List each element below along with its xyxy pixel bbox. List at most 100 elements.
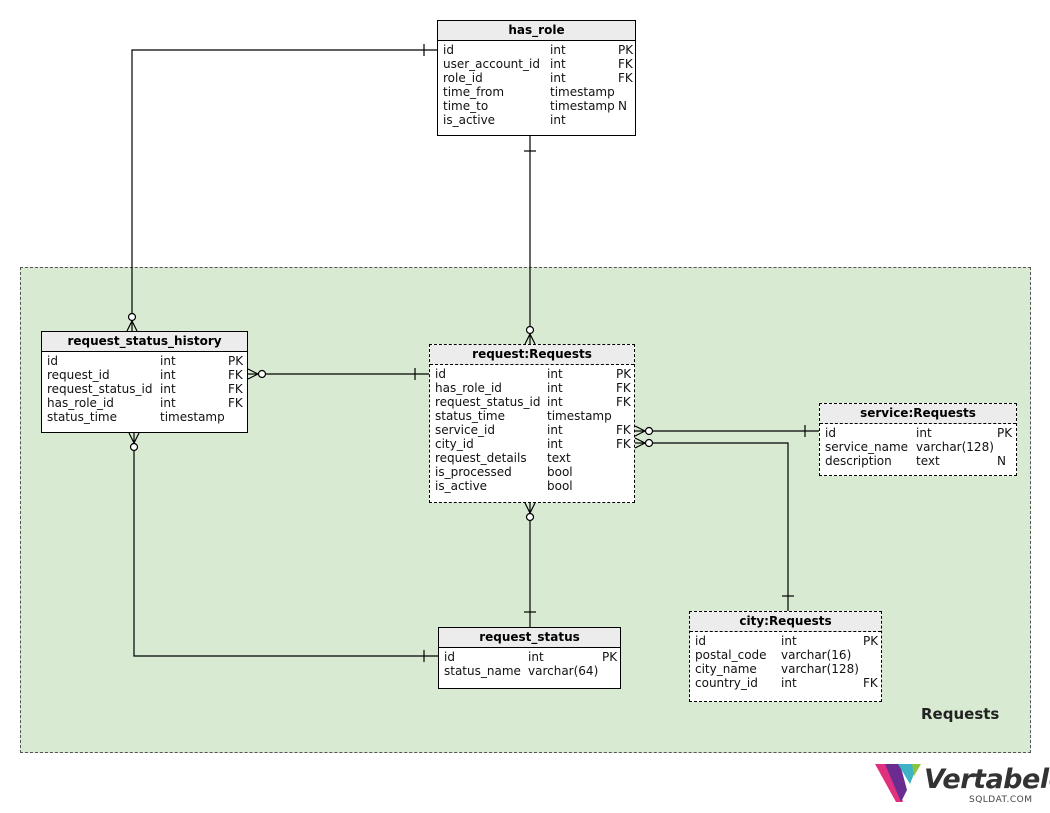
rel-many-mark-foot-a — [634, 425, 646, 432]
rel-many-mark-zero — [129, 442, 139, 452]
column-type: text — [916, 454, 940, 468]
table-title: has_role — [438, 21, 635, 41]
column-name: role_id — [443, 71, 483, 85]
column-name: has_role_id — [47, 396, 114, 410]
column-name: id — [47, 354, 58, 368]
rel-many-mark-foot-a — [524, 502, 531, 514]
column-type: int — [781, 676, 797, 690]
column-type: varchar(64) — [528, 664, 599, 678]
column-key: FK — [228, 396, 243, 410]
column-key: PK — [618, 43, 634, 57]
table-column-row[interactable]: id int PK — [438, 43, 635, 57]
rel-city-request — [649, 442, 789, 611]
column-key: FK — [616, 395, 631, 409]
column-type: int — [547, 437, 563, 451]
table-column-row[interactable]: time_from timestamp — [438, 85, 635, 99]
rel-many-mark-foot-c — [131, 320, 138, 332]
rel-many-mark-zero — [644, 438, 654, 448]
table-column-row[interactable]: city_id int FK — [430, 437, 634, 451]
column-type: int — [550, 71, 566, 85]
logo-shape-green — [912, 764, 921, 776]
column-name: request_status_id — [435, 395, 541, 409]
column-type: text — [547, 451, 571, 465]
table-column-row[interactable]: country_id int FK — [690, 676, 881, 690]
logo-wordmark: Vertabelo — [924, 764, 1050, 795]
column-type: varchar(128) — [916, 440, 994, 454]
column-type: varchar(16) — [781, 648, 852, 662]
column-key: FK — [618, 71, 633, 85]
column-key: PK — [228, 354, 244, 368]
column-type: bool — [547, 465, 573, 479]
column-name: id — [695, 634, 706, 648]
column-name: city_id — [435, 437, 474, 451]
column-key: PK — [863, 634, 879, 648]
rel-many-mark-foot-a — [247, 368, 259, 375]
rel-many-mark-foot-c — [133, 432, 140, 444]
rel-many-mark-zero — [127, 312, 137, 322]
column-type: int — [160, 368, 176, 382]
column-name: service_id — [435, 423, 495, 437]
rel-many-mark-foot-c — [247, 373, 259, 380]
rel-many-mark-zero — [257, 369, 267, 379]
column-key: FK — [863, 676, 878, 690]
column-name: time_from — [443, 85, 505, 99]
column-type: int — [550, 43, 566, 57]
column-key: FK — [618, 57, 633, 71]
column-key: N — [618, 99, 627, 113]
table-column-row[interactable]: role_id int FK — [438, 71, 635, 85]
column-type: timestamp — [550, 99, 615, 113]
rel-many-mark-foot-c — [634, 442, 646, 449]
column-name: country_id — [695, 676, 758, 690]
rel-many-mark-foot-c — [529, 502, 536, 514]
rel-many-mark-zero — [525, 512, 535, 522]
column-key: FK — [616, 437, 631, 451]
rel-many-mark-foot-a — [524, 333, 531, 345]
column-type: int — [160, 382, 176, 396]
column-name: has_role_id — [435, 381, 502, 395]
column-name: description — [825, 454, 892, 468]
column-name: id — [443, 43, 454, 57]
column-type: timestamp — [547, 409, 612, 423]
rel-many-mark-foot-a — [128, 432, 135, 444]
column-type: int — [916, 426, 932, 440]
vertabelo-logo-icon — [875, 764, 921, 802]
table-title: request:Requests — [430, 345, 634, 365]
column-type: varchar(128) — [781, 662, 859, 676]
column-type: timestamp — [550, 85, 615, 99]
logo-subtext: SQLDAT.COM — [969, 795, 1033, 805]
